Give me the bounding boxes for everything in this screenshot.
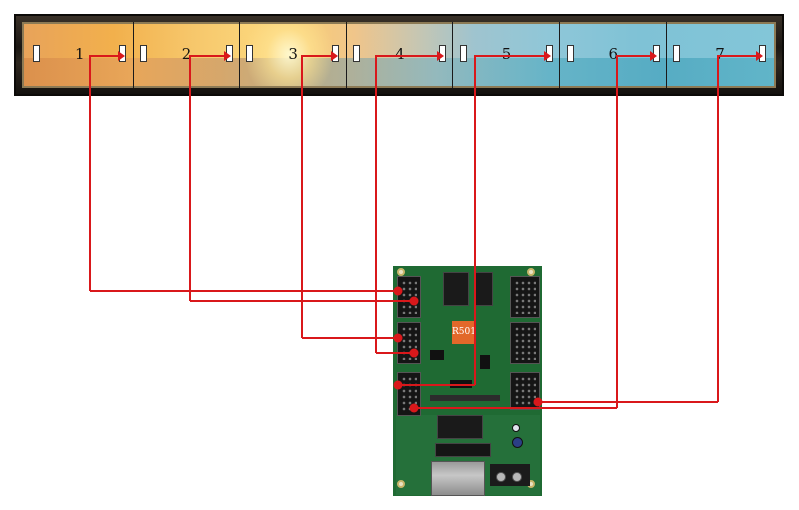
terminal-screw <box>512 472 522 482</box>
signal-wire <box>375 55 437 353</box>
panel-divider <box>239 22 240 88</box>
smd-component <box>480 355 490 369</box>
panel-input-slot <box>566 45 574 62</box>
wire-arrowhead <box>437 51 444 61</box>
mount-hole <box>397 268 405 276</box>
wire-endpoint <box>409 296 419 306</box>
panel-label: 6 <box>608 45 619 63</box>
mount-hole <box>397 480 405 488</box>
signal-wire <box>474 55 544 385</box>
panel-label: 4 <box>395 45 405 63</box>
mount-hole <box>527 268 535 276</box>
wire-endpoint <box>409 403 419 413</box>
signal-wire <box>717 55 756 402</box>
panel-output-slot <box>759 45 767 62</box>
panel-label: 3 <box>288 45 298 63</box>
wire-endpoint <box>533 397 543 407</box>
panel-label: 2 <box>181 45 192 63</box>
wire-endpoint <box>409 348 419 358</box>
wire-arrowhead <box>650 51 657 61</box>
ethernet-port <box>431 461 485 496</box>
memory-chip <box>443 272 469 306</box>
hub-connector <box>510 322 540 364</box>
panel-input-slot <box>353 45 361 62</box>
controller-chip <box>437 415 483 439</box>
sea-water <box>24 58 774 86</box>
panel-label: 7 <box>715 45 725 63</box>
wire-arrowhead <box>544 51 551 61</box>
smd-component <box>430 350 444 360</box>
wire-arrowhead <box>331 51 338 61</box>
header-connector <box>435 443 491 457</box>
panel-divider <box>559 22 560 88</box>
hub-connector <box>397 276 421 318</box>
panel-divider <box>133 22 134 88</box>
panel-input-slot <box>246 45 254 62</box>
panel-divider <box>452 22 453 88</box>
wire-arrowhead <box>118 51 125 61</box>
capacitor <box>512 424 520 432</box>
panel-input-slot <box>139 45 147 62</box>
panel-label: 1 <box>75 45 85 63</box>
signal-wire <box>89 55 118 291</box>
panel-input-slot <box>459 45 467 62</box>
wire-endpoint <box>393 286 403 296</box>
panel-input-slot <box>33 45 40 62</box>
capacitor <box>512 437 523 448</box>
panel-label: 5 <box>501 45 512 63</box>
smd-component <box>430 395 500 401</box>
wire-arrowhead <box>224 51 231 61</box>
hub-connector <box>510 276 540 318</box>
wire-endpoint <box>393 380 403 390</box>
signal-wire <box>301 55 331 338</box>
signal-wire <box>616 55 650 408</box>
terminal-screw <box>496 472 506 482</box>
panel-divider <box>666 22 667 88</box>
wire-endpoint <box>393 333 403 343</box>
panel-input-slot <box>673 45 681 62</box>
wire-arrowhead <box>756 51 763 61</box>
panel-divider <box>346 22 347 88</box>
board-sticker: R501 <box>452 321 476 344</box>
signal-wire <box>189 55 224 301</box>
